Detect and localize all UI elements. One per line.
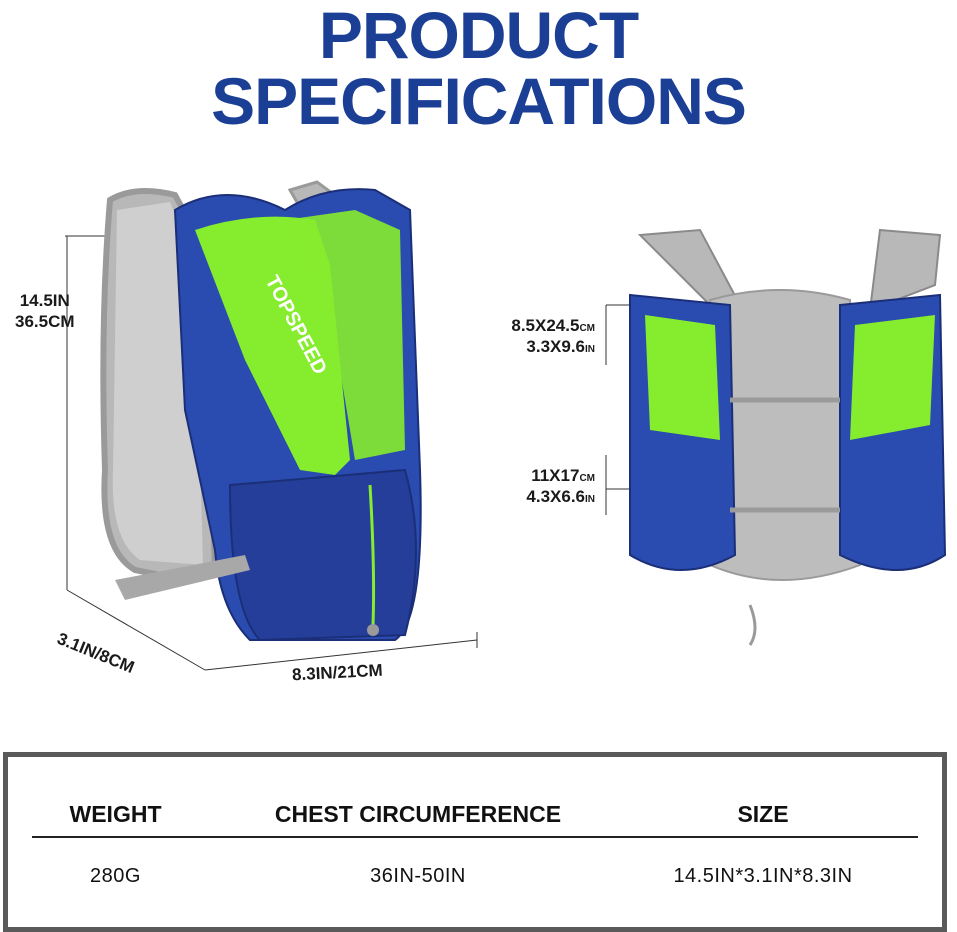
lower-pocket-cm-value: 11X17 <box>531 466 580 485</box>
height-cm-value: 36.5CM <box>15 312 75 332</box>
lower-pocket-cm-unit: CM <box>579 473 595 484</box>
value-chest-circumference: 36IN-50IN <box>370 865 466 887</box>
value-weight: 280G <box>90 865 141 887</box>
upper-pocket-in-value: 3.3X9.6 <box>526 337 585 357</box>
upper-pocket-cm-unit: CM <box>579 323 595 334</box>
back-vest-image <box>605 228 947 646</box>
upper-pocket-in-unit: IN <box>585 344 595 356</box>
header-weight: WEIGHT <box>69 801 162 827</box>
header-chest-circumference: CHEST CIRCUMFERENCE <box>274 801 562 827</box>
upper-pocket-dimensions: 8.5X24.5CM 3.3X9.6IN <box>483 315 595 358</box>
height-in-value: 14.5IN <box>19 291 70 310</box>
height-label: 14.5IN 36.5CM <box>15 290 75 333</box>
page-title-line-1: PRODUCT <box>318 0 639 72</box>
lower-pocket-in-value: 4.3X6.6 <box>526 487 585 507</box>
lower-pocket-dimensions: 11X17CM 4.3X6.6IN <box>483 465 595 508</box>
lower-pocket-in-unit: IN <box>585 494 595 506</box>
specs-table: WEIGHT CHEST CIRCUMFERENCE SIZE 280G 36I… <box>3 752 947 932</box>
table-divider <box>32 836 918 838</box>
value-size: 14.5IN*3.1IN*8.3IN <box>673 865 853 887</box>
front-vest-image: TOPSPEED <box>65 180 478 671</box>
page-title-line-2: SPECIFICATIONS <box>211 64 747 138</box>
upper-pocket-cm-value: 8.5X24.5 <box>511 316 580 335</box>
header-size: SIZE <box>737 801 789 827</box>
